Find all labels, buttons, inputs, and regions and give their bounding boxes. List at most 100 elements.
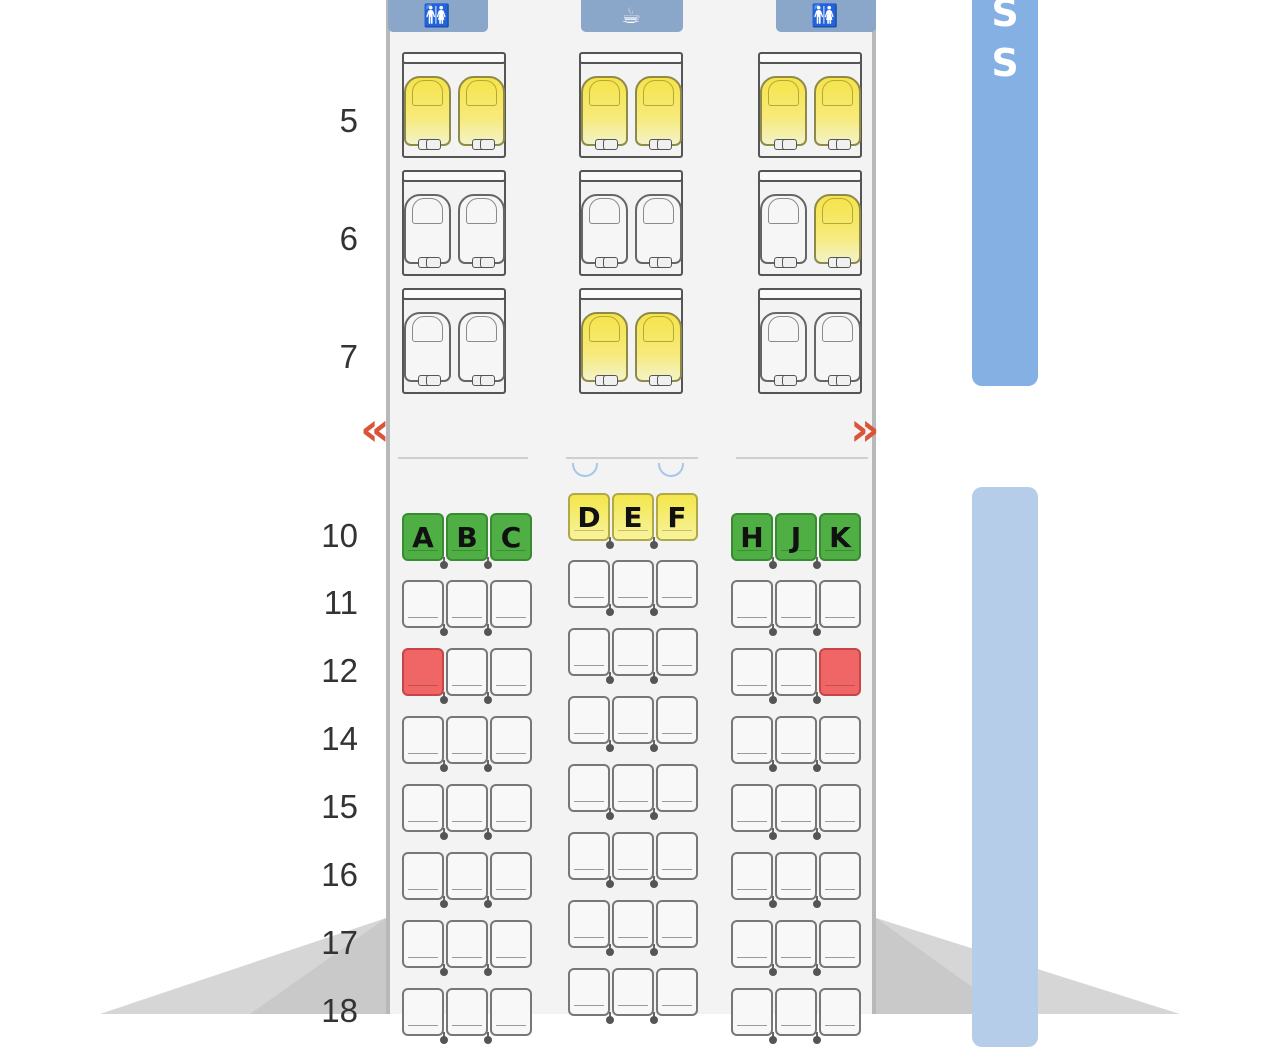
economy-seat[interactable]	[402, 920, 444, 968]
business-seat[interactable]	[814, 312, 861, 386]
economy-seat[interactable]	[612, 628, 654, 676]
economy-seat[interactable]	[731, 988, 773, 1036]
business-seat[interactable]	[458, 312, 505, 386]
economy-seat[interactable]	[446, 648, 488, 696]
economy-seat[interactable]	[568, 696, 610, 744]
economy-seat[interactable]	[731, 920, 773, 968]
economy-seat[interactable]	[656, 900, 698, 948]
economy-seat[interactable]	[490, 920, 532, 968]
economy-seat[interactable]	[819, 580, 861, 628]
economy-seat[interactable]: B	[446, 513, 488, 561]
economy-seat[interactable]	[612, 560, 654, 608]
seat-pair-frame	[758, 58, 862, 158]
economy-seat[interactable]	[568, 832, 610, 880]
economy-seat[interactable]	[490, 648, 532, 696]
economy-seat[interactable]	[402, 580, 444, 628]
economy-seat[interactable]	[612, 696, 654, 744]
economy-seat[interactable]	[731, 648, 773, 696]
economy-seat[interactable]	[819, 852, 861, 900]
armrest-knob-icon	[650, 812, 658, 820]
economy-seat[interactable]	[568, 628, 610, 676]
economy-seat[interactable]	[612, 764, 654, 812]
economy-seat[interactable]	[775, 580, 817, 628]
economy-seat[interactable]	[656, 968, 698, 1016]
economy-seat[interactable]: D	[568, 493, 610, 541]
economy-seat[interactable]	[490, 716, 532, 764]
business-seat[interactable]	[404, 76, 451, 150]
business-seat[interactable]	[635, 194, 682, 268]
economy-seat[interactable]	[819, 648, 861, 696]
economy-seat[interactable]	[656, 696, 698, 744]
seat-leg-icon	[836, 375, 851, 386]
seat-leg-icon	[426, 375, 441, 386]
economy-seat[interactable]	[446, 580, 488, 628]
economy-seat[interactable]	[775, 648, 817, 696]
economy-seat[interactable]	[819, 988, 861, 1036]
economy-seat[interactable]	[490, 580, 532, 628]
business-seat[interactable]	[458, 76, 505, 150]
economy-seat[interactable]	[568, 764, 610, 812]
business-seat[interactable]	[814, 194, 861, 268]
business-seat[interactable]	[404, 312, 451, 386]
seat-pair-shelf	[402, 288, 506, 300]
economy-seat[interactable]: K	[819, 513, 861, 561]
economy-seat[interactable]	[731, 784, 773, 832]
seat-pair-shelf	[402, 170, 506, 182]
galley-icon[interactable]: ☕	[581, 0, 683, 32]
economy-seat[interactable]	[731, 852, 773, 900]
economy-seat[interactable]	[612, 832, 654, 880]
lavatory-right-icon[interactable]: 🚻	[776, 0, 876, 32]
business-seat[interactable]	[458, 194, 505, 268]
business-seat[interactable]	[581, 312, 628, 386]
economy-seat[interactable]	[656, 628, 698, 676]
economy-seat[interactable]: J	[775, 513, 817, 561]
economy-seat[interactable]	[775, 716, 817, 764]
economy-seat[interactable]	[402, 648, 444, 696]
economy-seat[interactable]	[775, 852, 817, 900]
economy-seat[interactable]	[819, 784, 861, 832]
economy-seat[interactable]	[656, 764, 698, 812]
economy-seat[interactable]	[402, 784, 444, 832]
economy-seat[interactable]	[656, 560, 698, 608]
economy-seat[interactable]	[568, 900, 610, 948]
economy-seat[interactable]	[819, 920, 861, 968]
business-seat[interactable]	[635, 312, 682, 386]
economy-seat[interactable]	[775, 784, 817, 832]
economy-seat[interactable]: F	[656, 493, 698, 541]
economy-seat[interactable]	[819, 716, 861, 764]
business-seat[interactable]	[581, 194, 628, 268]
business-seat[interactable]	[404, 194, 451, 268]
business-seat[interactable]	[760, 312, 807, 386]
economy-seat[interactable]	[731, 716, 773, 764]
business-seat[interactable]	[635, 76, 682, 150]
economy-seat[interactable]	[568, 560, 610, 608]
economy-seat[interactable]	[446, 988, 488, 1036]
lavatory-left-icon[interactable]: 🚻	[388, 0, 488, 32]
economy-seat[interactable]: A	[402, 513, 444, 561]
economy-seat[interactable]	[612, 900, 654, 948]
economy-seat[interactable]	[490, 852, 532, 900]
economy-seat[interactable]	[446, 920, 488, 968]
economy-seat[interactable]	[656, 832, 698, 880]
economy-seat[interactable]	[402, 988, 444, 1036]
business-seat[interactable]	[760, 194, 807, 268]
economy-seat[interactable]	[775, 988, 817, 1036]
economy-seat[interactable]	[402, 852, 444, 900]
economy-seat[interactable]	[731, 580, 773, 628]
economy-seat[interactable]: E	[612, 493, 654, 541]
economy-seat[interactable]	[446, 784, 488, 832]
business-seat[interactable]	[581, 76, 628, 150]
row-number: 17	[321, 924, 358, 961]
economy-seat[interactable]	[402, 716, 444, 764]
business-seat[interactable]	[814, 76, 861, 150]
economy-seat[interactable]	[612, 968, 654, 1016]
business-seat[interactable]	[760, 76, 807, 150]
economy-seat[interactable]: C	[490, 513, 532, 561]
economy-seat[interactable]: H	[731, 513, 773, 561]
economy-seat[interactable]	[775, 920, 817, 968]
economy-seat[interactable]	[490, 784, 532, 832]
economy-seat[interactable]	[490, 988, 532, 1036]
economy-seat[interactable]	[568, 968, 610, 1016]
economy-seat[interactable]	[446, 852, 488, 900]
economy-seat[interactable]	[446, 716, 488, 764]
